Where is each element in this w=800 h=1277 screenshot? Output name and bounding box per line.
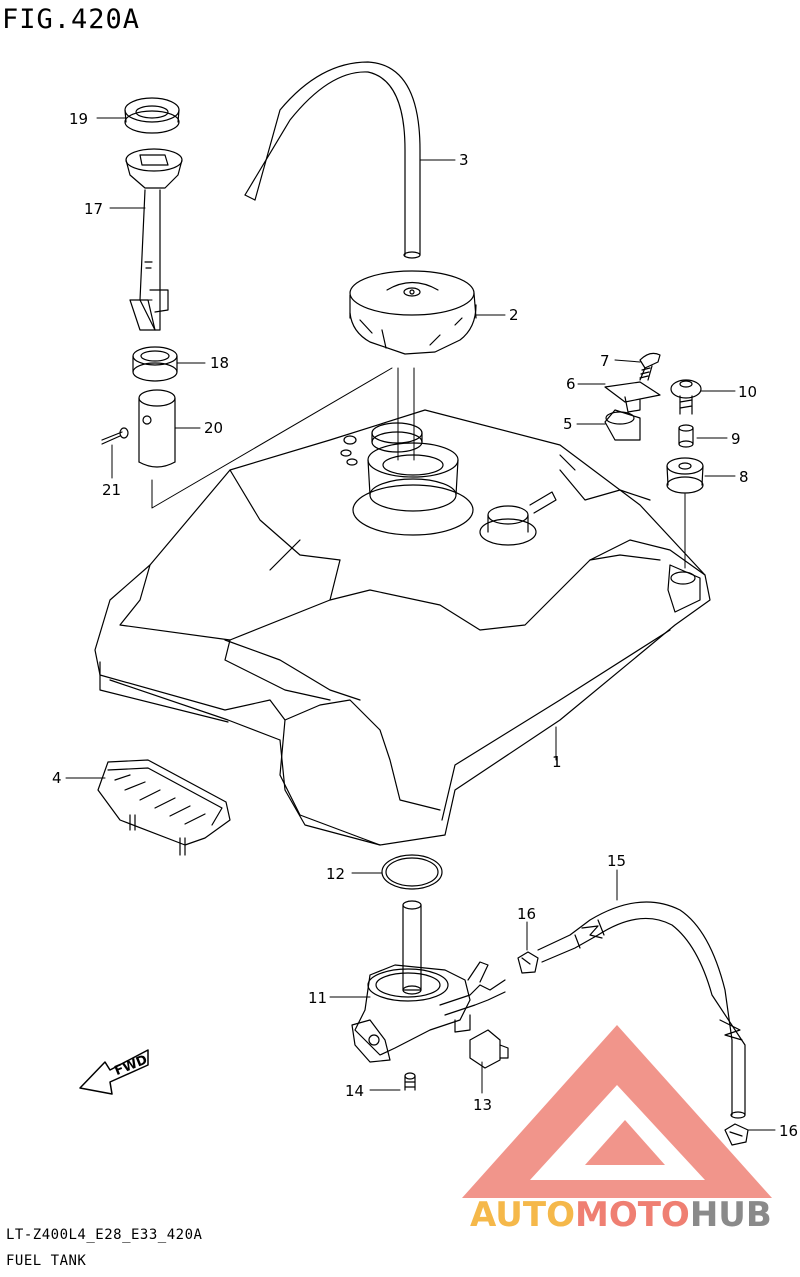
callout-13: 13 xyxy=(473,1096,492,1114)
fuel-gauge-17 xyxy=(125,148,183,331)
breather-hose xyxy=(244,61,421,259)
brand-hub: HUB xyxy=(690,1195,772,1235)
callout-5: 5 xyxy=(563,415,573,433)
cushion-19 xyxy=(124,97,180,134)
heat-shield xyxy=(97,759,231,856)
brand-moto: MOTO xyxy=(575,1195,690,1235)
cushion-8 xyxy=(666,457,704,494)
fuel-cap xyxy=(349,270,477,355)
washer-6 xyxy=(604,381,661,413)
callout-numbers: 1 2 3 4 5 6 7 8 9 10 11 12 13 14 15 16 1… xyxy=(52,110,798,1140)
brand-watermark: AUTOMOTOHUB xyxy=(462,1025,772,1235)
callout-11: 11 xyxy=(308,989,327,1007)
section-name-label: FUEL TANK xyxy=(6,1253,87,1269)
callout-2: 2 xyxy=(509,306,519,324)
collar-9 xyxy=(678,424,694,448)
callout-18: 18 xyxy=(210,354,229,372)
bolt-7 xyxy=(639,352,661,381)
bolt-10 xyxy=(670,379,702,415)
brand-auto: AUTO xyxy=(470,1195,575,1235)
model-code-label: LT-Z400L4_E28_E33_420A xyxy=(6,1227,203,1243)
callout-12: 12 xyxy=(326,865,345,883)
callout-1: 1 xyxy=(552,753,562,771)
callout-20: 20 xyxy=(204,419,223,437)
callout-leaders xyxy=(65,117,776,1131)
callout-15: 15 xyxy=(607,852,626,870)
grommet-18 xyxy=(132,346,178,382)
callout-9: 9 xyxy=(731,430,741,448)
callout-21: 21 xyxy=(102,481,121,499)
figure-title: FIG.420A xyxy=(2,4,141,35)
clamp-16-upper xyxy=(517,951,539,974)
callout-8: 8 xyxy=(739,468,749,486)
fuel-tank xyxy=(94,409,711,846)
knob-13 xyxy=(469,1029,509,1069)
assembly-lines xyxy=(131,299,686,569)
callout-16-lower: 16 xyxy=(779,1122,798,1140)
callout-17: 17 xyxy=(84,200,103,218)
svg-text:AUTOMOTOHUB: AUTOMOTOHUB xyxy=(470,1195,772,1235)
o-ring-12 xyxy=(381,854,443,890)
callout-6: 6 xyxy=(566,375,576,393)
screw-21 xyxy=(101,427,129,445)
callout-14: 14 xyxy=(345,1082,364,1100)
callout-16-upper: 16 xyxy=(517,905,536,923)
callout-4: 4 xyxy=(52,769,62,787)
protector-20 xyxy=(138,389,176,468)
forward-arrow-icon: FWD xyxy=(79,1049,150,1095)
callout-7: 7 xyxy=(600,352,610,370)
callout-19: 19 xyxy=(69,110,88,128)
forward-label: FWD xyxy=(113,1052,150,1079)
collar-5 xyxy=(604,409,641,441)
fuel-valve-11 xyxy=(351,900,506,1063)
callout-3: 3 xyxy=(459,151,469,169)
clamp-16-lower xyxy=(724,1123,749,1146)
screw-14 xyxy=(404,1072,416,1091)
fuel-hose-15 xyxy=(537,901,746,1119)
callout-10: 10 xyxy=(738,383,757,401)
